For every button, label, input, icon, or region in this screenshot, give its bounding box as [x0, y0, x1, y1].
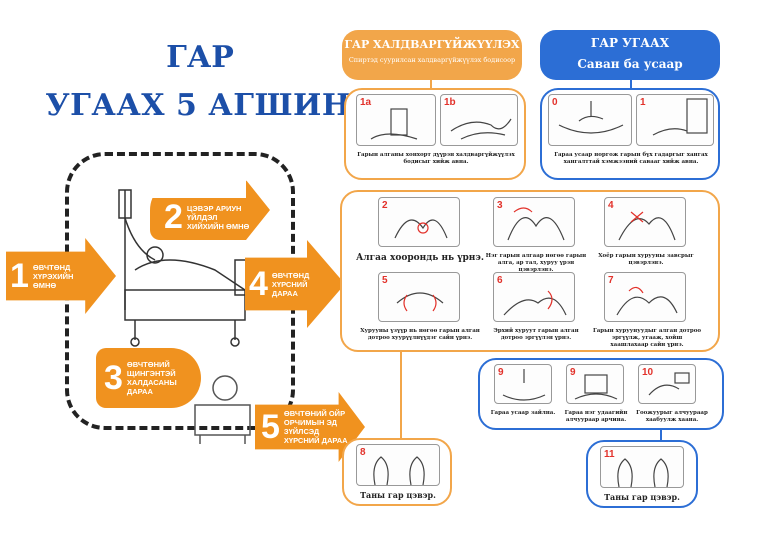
step-10-number: 9 — [570, 367, 576, 378]
step-6-image: 6 — [493, 272, 575, 322]
step-9-number: 9 — [498, 367, 504, 378]
step-8-caption: Таны гар цэвэр. — [360, 490, 436, 500]
step-1a-number: 1a — [360, 97, 372, 108]
step-1-wash-image: 1 — [636, 94, 714, 146]
step-0-number: 0 — [552, 97, 558, 108]
step-3-image: 3 — [493, 197, 575, 247]
step-4-caption: Хоёр гарын хурууны завсрыг цэвэрлэнэ. — [598, 253, 694, 266]
step-6-caption: Эрхий хуруут гарын алган дотроо эргүүлэн… — [493, 328, 579, 341]
step-0-1-caption: Гараа усаар норгож гарын бүх гадаргыг ха… — [554, 152, 708, 165]
moment-3-number: 3 — [104, 358, 123, 397]
step-5-caption: Хурууны үзүүр нь нөгөө гарын алган дотро… — [360, 328, 480, 341]
moment-5-text: ӨВЧТӨНИЙ ОЙР ОРЧИМЫН ЭД ЗҮЙЛСЭД ХҮРСНИЙ … — [283, 409, 348, 445]
step-1-wash-number: 1 — [640, 97, 646, 108]
step-10-caption: Гараа нэг удаагийн алчуураар арчина. — [564, 410, 628, 423]
step-5-image: 5 — [378, 272, 460, 322]
step-1b-image: 1b — [440, 94, 518, 146]
step-12-caption: Таны гар цэвэр. — [604, 492, 680, 502]
moment-4-number: 4 — [249, 264, 268, 303]
step-9-caption: Гараа усаар зайлна. — [490, 410, 556, 416]
step-2-image: 2 — [378, 197, 460, 247]
moment-2-text: ЦЭВЭР АРИУН ҮЙЛДЭЛ ХИЙХИЙН ӨМНӨ — [186, 203, 250, 231]
step-4-image: 4 — [604, 197, 686, 247]
moment-2-number: 2 — [164, 197, 183, 236]
connector — [430, 80, 432, 90]
connector — [660, 428, 662, 440]
step-6-number: 6 — [497, 275, 503, 286]
step-11-number: 10 — [642, 367, 654, 378]
step-11-caption: Гоожуурыг алчуураар хаабуулж хаана. — [636, 410, 708, 423]
moment-1-number: 1 — [10, 256, 29, 295]
step-3-caption: Нэг гарын алгаар нөгөө гарын алга, ар та… — [485, 253, 587, 273]
title-line-1: ГАР — [166, 40, 234, 75]
step-2-caption: Алгаа хоорондь нь үрнэ. — [355, 253, 485, 263]
patient-bed-illustration — [118, 189, 266, 347]
moment-3-arrow: 3 ӨВЧТӨНИЙ ЩИНГЭНТЭЙ ХАЛДАСАНЫ ДАРАА — [96, 348, 201, 408]
moment-5-number: 5 — [261, 407, 280, 446]
moment-1-text: ӨВЧТӨНД ХҮРЭХИЙН ӨМНӨ — [32, 262, 74, 290]
header-wash-title: ГАР УГААХ — [590, 36, 670, 50]
step-7-number: 7 — [608, 275, 614, 286]
moment-4-text: ӨВЧТӨНД ХҮРСНИЙ ДАРАА — [271, 270, 310, 298]
header-wash: ГАР УГААХ Саван ба усаар — [540, 30, 720, 80]
step-1b-number: 1b — [444, 97, 456, 108]
step-5-number: 5 — [382, 275, 388, 286]
step-3-number: 3 — [497, 200, 503, 211]
step-10-image: 9 — [566, 364, 624, 404]
step-8-image: 8 — [356, 444, 440, 486]
header-sanitize-subtitle: Спиртэд суурилсан халдваргүйжүүлэх бодис… — [348, 56, 516, 64]
connector — [400, 350, 402, 440]
step-1a-image: 1a — [356, 94, 436, 146]
step-7-caption: Гарын хуруунуудыг алган дотроо эргүүлж, … — [592, 328, 702, 348]
connector — [630, 80, 632, 90]
step-8-number: 8 — [360, 447, 366, 458]
header-wash-subtitle: Саван ба усаар — [577, 57, 683, 71]
step-9-image: 9 — [494, 364, 552, 404]
step-0-image: 0 — [548, 94, 632, 146]
header-sanitize-title: ГАР ХАЛДВАРГҮЙЖҮҮЛЭХ — [344, 38, 520, 51]
step-12-image: 11 — [600, 446, 684, 488]
step-2-number: 2 — [382, 200, 388, 211]
step-11-image: 10 — [638, 364, 696, 404]
step-4-number: 4 — [608, 200, 614, 211]
title-line-2: УГААХ 5 АГШИН — [45, 88, 351, 123]
step-12-number: 11 — [604, 449, 615, 460]
header-sanitize: ГАР ХАЛДВАРГҮЙЖҮҮЛЭХ Спиртэд суурилсан х… — [342, 30, 522, 80]
moment-3-text: ӨВЧТӨНИЙ ЩИНГЭНТЭЙ ХАЛДАСАНЫ ДАРАА — [126, 360, 177, 396]
step-7-image: 7 — [604, 272, 686, 322]
step-1-caption: Гарын алганы хонхорт дүүрэн халдваргүйжү… — [357, 152, 515, 165]
bedside-equipment-illustration — [194, 375, 251, 444]
